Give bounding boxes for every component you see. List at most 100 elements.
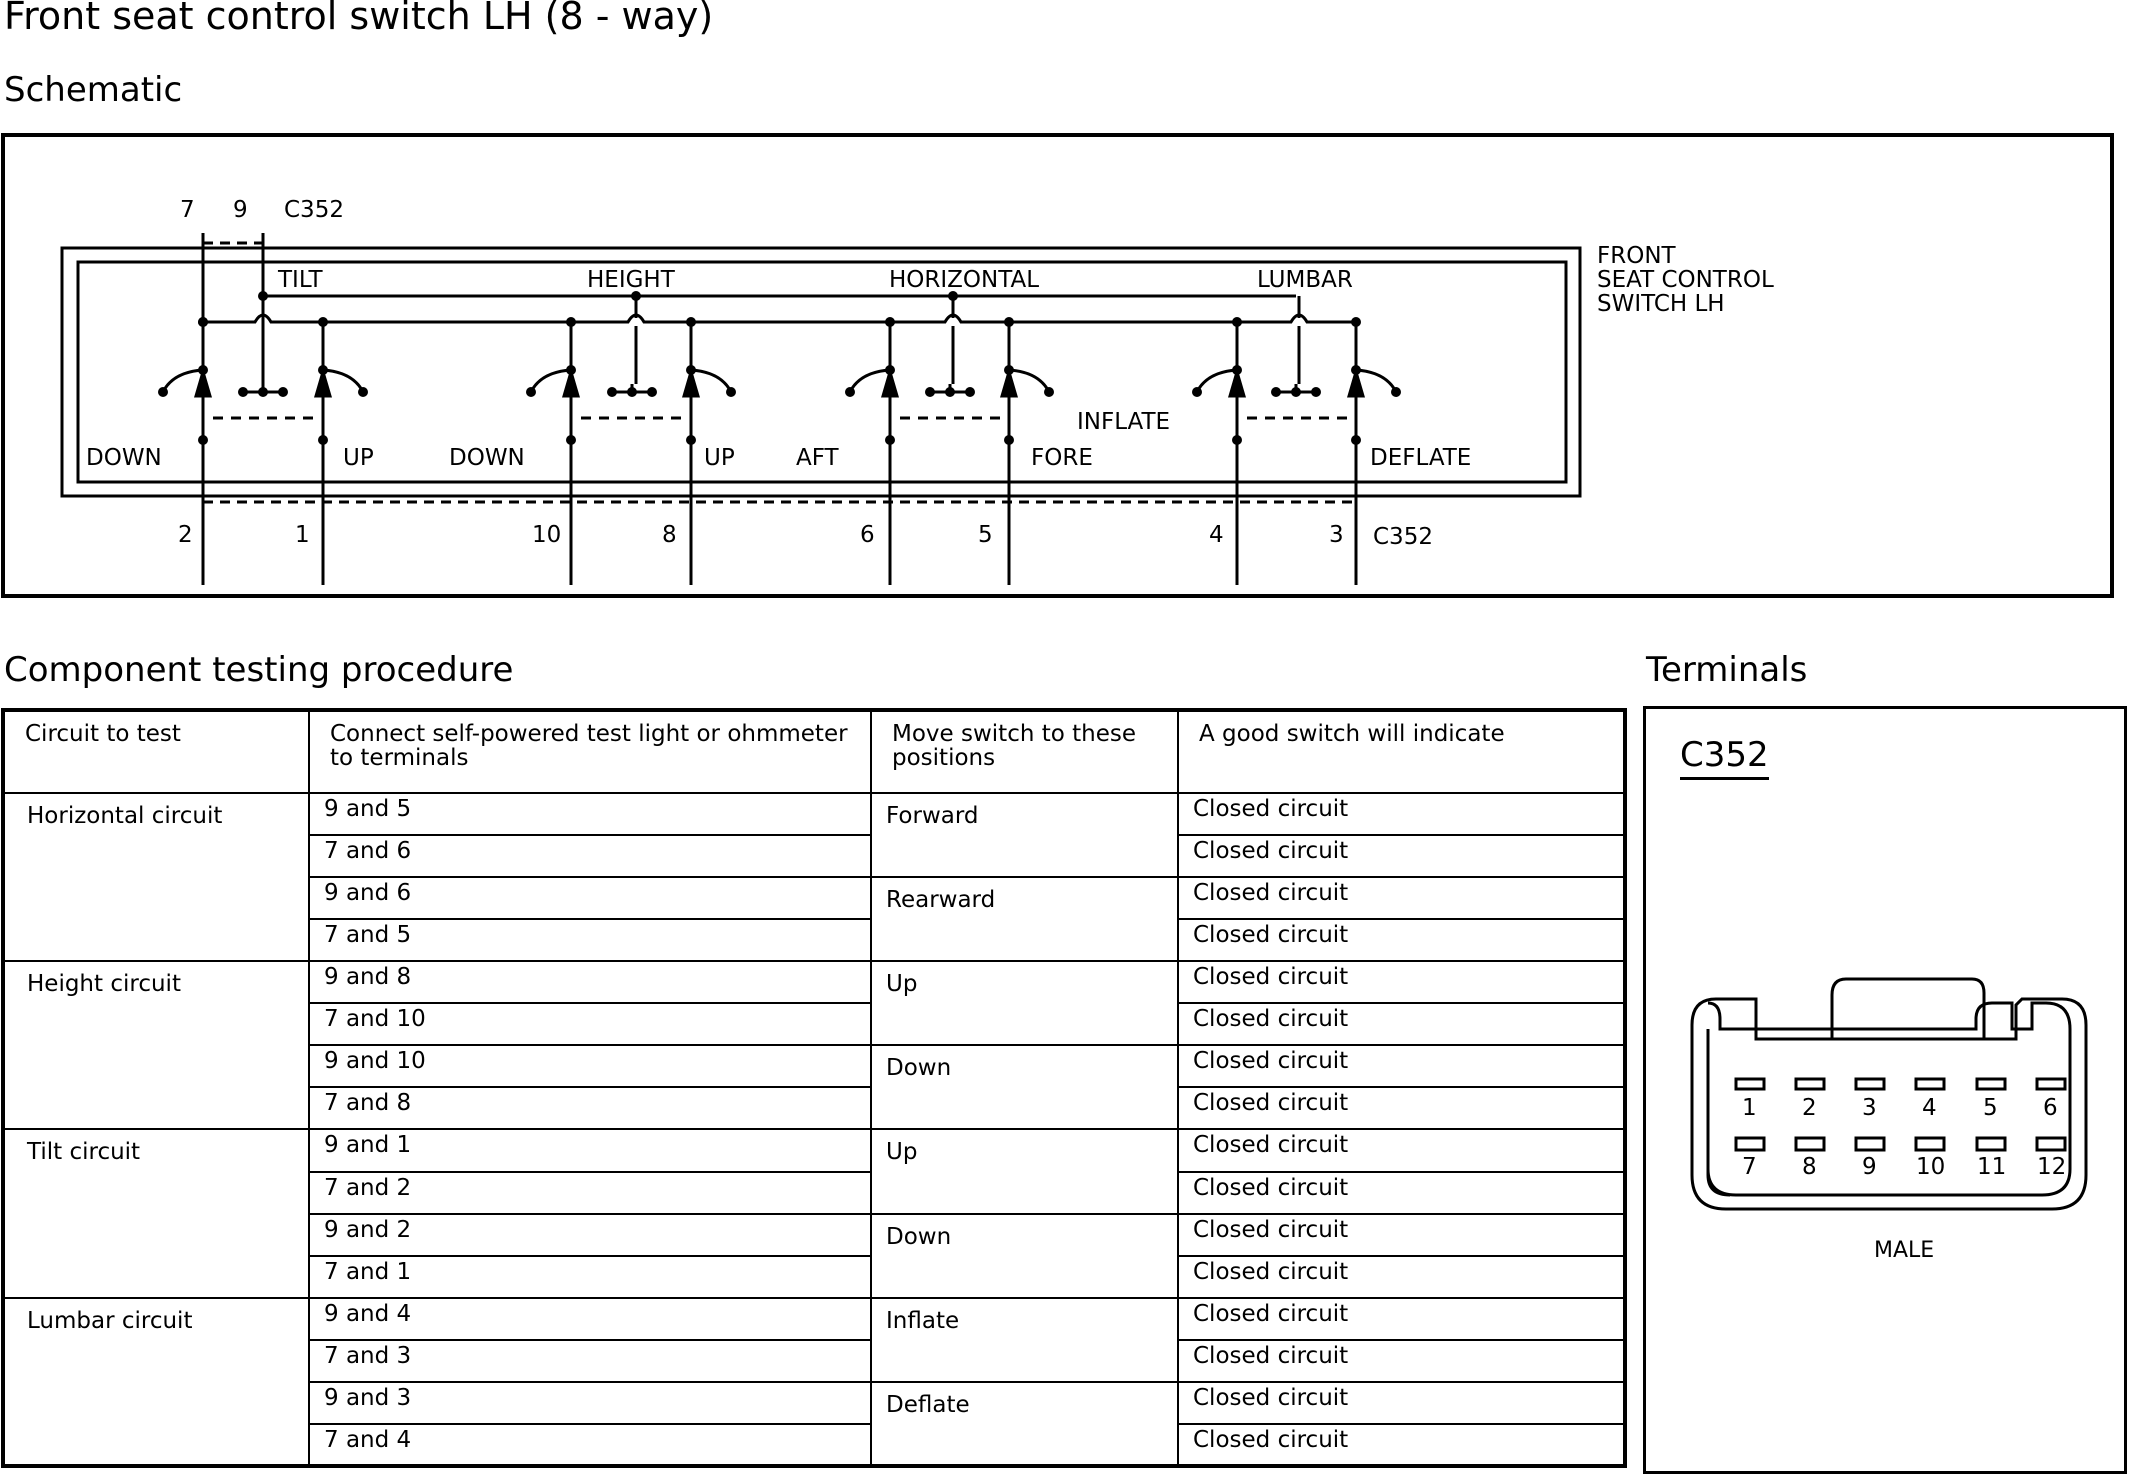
table-row: 7 and 4 Closed circuit <box>3 1422 1626 1468</box>
terminal-connector-label: C352 <box>1680 735 1769 780</box>
result-cell: Closed circuit <box>1177 1422 1626 1468</box>
terminal-pin-number: 12 <box>2037 1154 2066 1180</box>
terminals-cell: 7 and 4 <box>308 1422 872 1468</box>
connector-housing <box>1706 1001 2072 1197</box>
terminal-pin <box>1734 1136 1766 1152</box>
junction-dot <box>925 387 935 397</box>
terminals-cell: 9 and 4 <box>308 1296 872 1341</box>
junction-dot <box>726 387 736 397</box>
junction-dot <box>1391 387 1401 397</box>
terminals-cell: 9 and 8 <box>308 960 872 1005</box>
junction-dot <box>1232 317 1242 327</box>
position-cell: Forward <box>870 792 1179 879</box>
bottom-pin-label: 6 <box>860 522 875 548</box>
terminals-cell: 7 and 6 <box>308 834 872 879</box>
junction-dot <box>258 291 268 301</box>
section-label-tilt: TILT <box>277 267 323 293</box>
bottom-pin-label: 1 <box>295 522 310 548</box>
terminal-pin-number: 6 <box>2043 1095 2058 1121</box>
terminals-heading: Terminals <box>1646 650 1808 690</box>
result-cell: Closed circuit <box>1177 918 1626 963</box>
position-cell: Down <box>870 1212 1179 1299</box>
position-label: DOWN <box>86 445 162 471</box>
terminal-pin <box>1914 1136 1946 1152</box>
table-row: 7 and 5 Closed circuit <box>3 918 1626 963</box>
terminal-pin-number: 2 <box>1802 1095 1817 1121</box>
terminals-cell: 9 and 5 <box>308 792 872 837</box>
junction-dot <box>526 387 536 397</box>
junction-dot <box>631 291 641 301</box>
bottom-pin-label: 4 <box>1209 522 1224 548</box>
page-title: Front seat control switch LH (8 - way) <box>4 0 714 38</box>
connector-latch <box>1830 977 1986 1039</box>
junction-dot <box>566 317 576 327</box>
position-label: UP <box>343 445 374 471</box>
circuit-cell: Horizontal circuit <box>2 792 310 963</box>
table-row: 7 and 8 Closed circuit <box>3 1086 1626 1131</box>
junction-dot <box>607 387 617 397</box>
connector-inner-wall <box>1706 1029 1731 1197</box>
terminal-pin <box>1975 1136 2007 1152</box>
section-label-horizontal: HORIZONTAL <box>889 267 1039 293</box>
position-label: AFT <box>796 445 840 471</box>
bus-pin-7 <box>203 313 1358 585</box>
position-cell: Inflate <box>870 1296 1179 1383</box>
bottom-pin-label: 2 <box>178 522 193 548</box>
connector-housing-outline <box>1690 997 2088 1211</box>
terminals-cell: 7 and 5 <box>308 918 872 963</box>
terminal-pin-number: 7 <box>1742 1154 1757 1180</box>
terminal-pin-number: 8 <box>1802 1154 1817 1180</box>
result-cell: Closed circuit <box>1177 1002 1626 1047</box>
terminals-cell: 7 and 8 <box>308 1086 872 1131</box>
testing-heading: Component testing procedure <box>4 650 514 690</box>
junction-dot <box>198 317 208 327</box>
terminal-pin <box>1734 1077 1766 1091</box>
junction-dot <box>647 387 657 397</box>
junction-dot <box>686 317 696 327</box>
component-label: SWITCH LH <box>1597 291 1725 317</box>
table-header-cell: Connect self-powered test light or ohmme… <box>308 708 872 795</box>
schematic-frame <box>1 133 2114 598</box>
circuit-cell: Tilt circuit <box>2 1128 310 1299</box>
result-cell: Closed circuit <box>1177 1380 1626 1425</box>
section-label-lumbar: LUMBAR <box>1257 267 1353 293</box>
terminals-cell: 7 and 1 <box>308 1254 872 1299</box>
junction-dot <box>158 387 168 397</box>
terminal-pin <box>1914 1077 1946 1091</box>
terminals-cell: 9 and 2 <box>308 1212 872 1257</box>
position-label: DEFLATE <box>1370 445 1471 471</box>
junction-dot <box>1311 387 1321 397</box>
connector-label-top: C352 <box>284 197 344 223</box>
result-cell: Closed circuit <box>1177 1086 1626 1131</box>
component-label: SEAT CONTROL <box>1597 267 1774 293</box>
terminal-pin <box>1794 1136 1826 1152</box>
terminals-cell: 7 and 2 <box>308 1170 872 1215</box>
junction-dot <box>1271 387 1281 397</box>
junction-dot <box>1192 387 1202 397</box>
junction-dot <box>358 387 368 397</box>
bottom-pin-label: 3 <box>1329 522 1344 548</box>
terminals-cell: 9 and 1 <box>308 1128 872 1173</box>
result-cell: Closed circuit <box>1177 1170 1626 1215</box>
connector-label-bottom: C352 <box>1373 524 1433 550</box>
testing-table: Circuit to test Connect self-powered tes… <box>1 708 1627 1468</box>
terminal-pin-number: 5 <box>1983 1095 1998 1121</box>
bottom-pin-label: 5 <box>978 522 993 548</box>
terminal-pin <box>2035 1077 2067 1091</box>
bottom-pin-label: 10 <box>532 522 561 548</box>
table-header-cell: Move switch to these positions <box>870 708 1179 795</box>
junction-dot <box>238 387 248 397</box>
top-pin-label: 9 <box>233 197 248 223</box>
position-label: DOWN <box>449 445 525 471</box>
terminals-cell: 9 and 6 <box>308 876 872 921</box>
